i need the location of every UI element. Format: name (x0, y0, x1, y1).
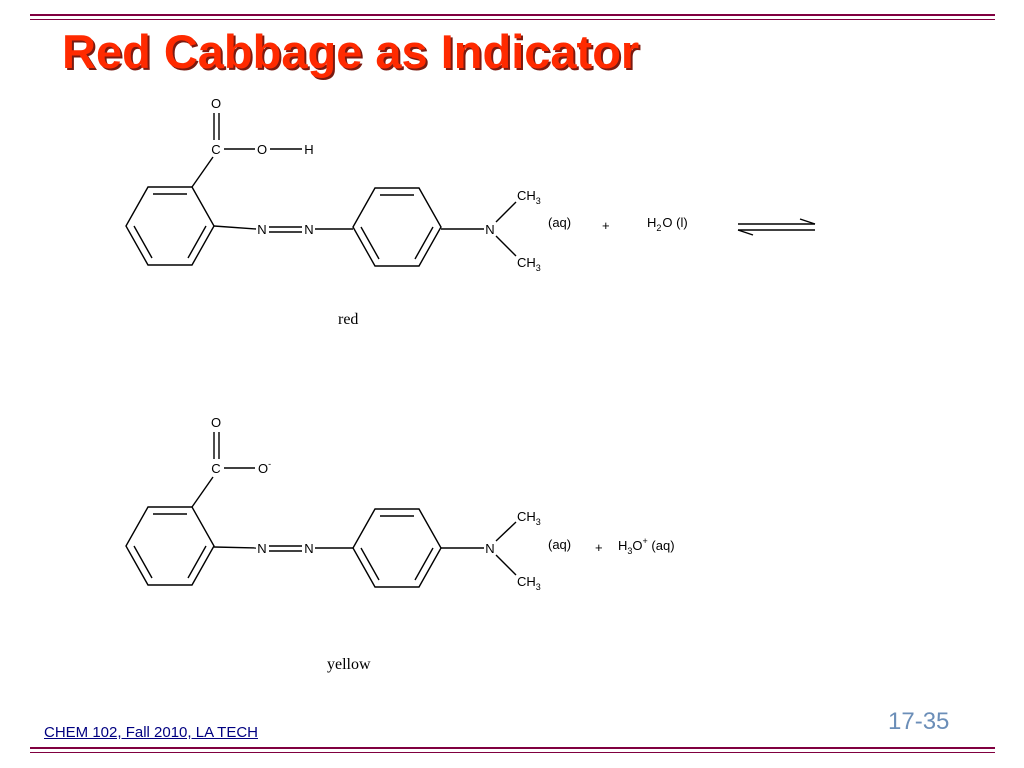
methyl-group-bottom-2: CH3 (517, 574, 541, 592)
bond-n-methyl-a (495, 201, 517, 223)
plus-sign-2: + (595, 540, 603, 555)
atom-h: H (304, 142, 313, 157)
benzene-ring-left-2 (125, 506, 215, 586)
methyl-group-top-2: CH3 (517, 509, 541, 527)
slide-number: 17-35 (888, 708, 950, 735)
methyl-group-top: CH3 (517, 188, 541, 206)
atom-o-carbonyl: O (211, 96, 221, 111)
equilibrium-arrow (737, 218, 816, 236)
hydronium-formula: H3O+ (aq) (618, 536, 675, 556)
methyl-red-acid-structure: O C O H N N N CH3 CH3 (125, 96, 541, 273)
atom-o-carbonyl-2: O (211, 415, 221, 430)
atom-c-carboxyl: C (211, 142, 220, 157)
caption-yellow: yellow (327, 656, 371, 673)
slide-title: Red Cabbage as Indicator (62, 25, 640, 78)
atom-n-azo-2-2: N (304, 541, 313, 556)
methyl-red-base-structure: O C O- N N N CH3 CH3 (125, 415, 541, 592)
atom-o-carboxylate: O- (258, 459, 271, 476)
bond-n-methyl-b (495, 235, 517, 257)
bond-n-methyl-b-2 (495, 554, 517, 576)
benzene-ring-right-2 (352, 508, 442, 588)
bond-ring-carbonyl (191, 156, 214, 188)
bond-n-methyl-a-2 (495, 521, 517, 542)
bottom-rule-thin (30, 752, 995, 753)
atom-c-carboxylate: C (211, 461, 220, 476)
bond-ring-n-2 (213, 546, 257, 549)
atom-n-amine-2: N (485, 541, 494, 556)
benzene-ring-right (352, 187, 442, 267)
atom-n-azo-1-2: N (257, 541, 266, 556)
top-rule-thin (30, 19, 995, 20)
footer-course: CHEM 102, Fall 2010, LA TECH (44, 724, 258, 741)
caption-red: red (338, 311, 359, 328)
state-label-aq-1: (aq) (548, 215, 571, 230)
atom-o-hydroxyl: O (257, 142, 267, 157)
bottom-rule-thick (30, 747, 995, 749)
state-label-aq-2: (aq) (548, 537, 571, 552)
top-rule-thick (30, 14, 995, 16)
atom-n-azo-1: N (257, 222, 266, 237)
methyl-group-bottom: CH3 (517, 255, 541, 273)
plus-sign-1: + (602, 218, 610, 233)
bond-ring-carbonyl-2 (191, 476, 214, 508)
bond-ring-n (213, 225, 257, 230)
water-formula: H2O (l) (647, 215, 688, 233)
atom-n-azo-2: N (304, 222, 313, 237)
benzene-ring-left (125, 186, 215, 266)
atom-n-amine: N (485, 222, 494, 237)
